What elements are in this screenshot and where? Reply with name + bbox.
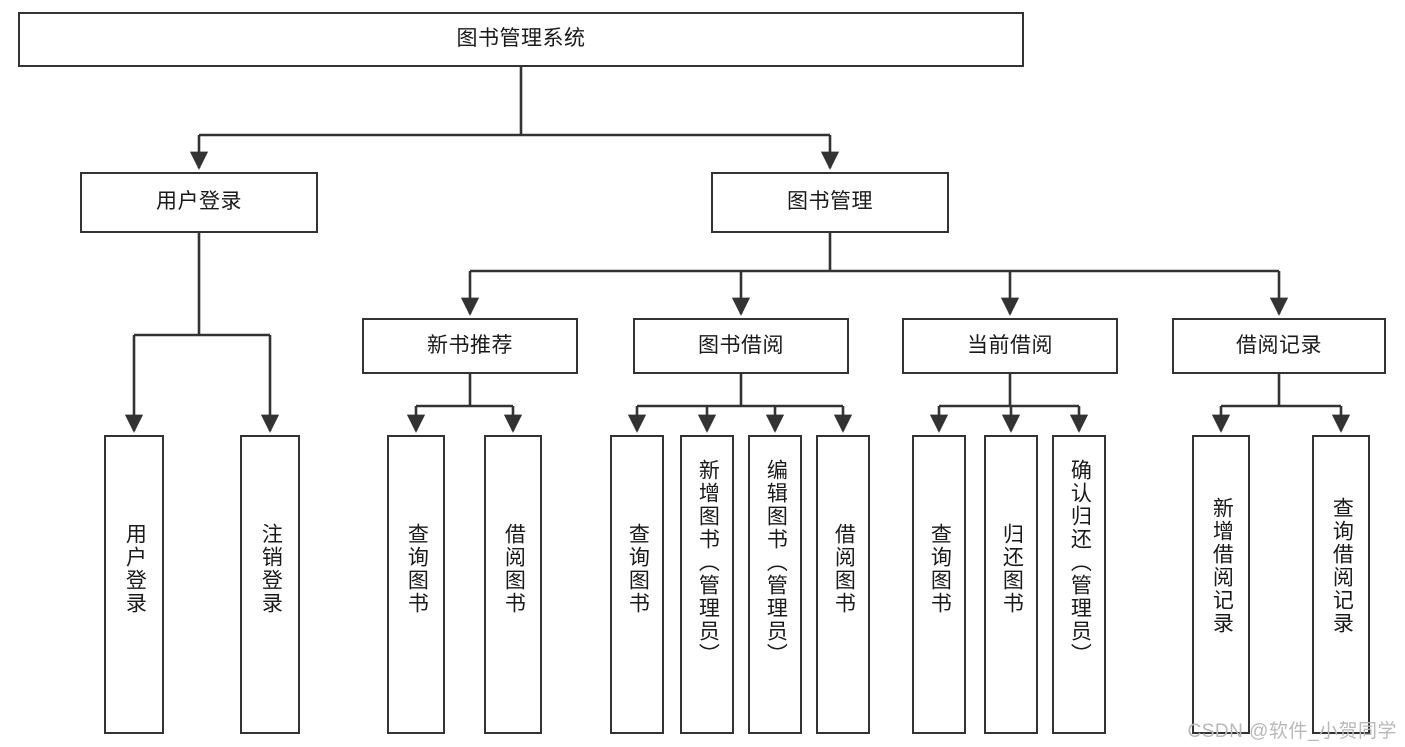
node-leaf-query-book-3[interactable]: 查询图书 [912,435,966,734]
node-leaf-borrow-book-1-label: 借阅图书 [502,523,526,615]
node-leaf-borrow-book-1[interactable]: 借阅图书 [484,435,542,734]
node-leaf-confirm-return-label: 确认归还（管理员） [1068,459,1092,666]
node-leaf-add-record-label: 新增借阅记录 [1210,497,1234,635]
node-leaf-query-book-2[interactable]: 查询图书 [610,435,664,734]
node-new-book-rec[interactable]: 新书推荐 [362,318,578,374]
node-book-manage-label: 图书管理 [787,190,873,214]
node-book-borrow-label: 图书借阅 [698,333,784,357]
node-leaf-query-record-label: 查询借阅记录 [1330,497,1354,635]
node-leaf-edit-book[interactable]: 编辑图书（管理员） [748,435,802,734]
node-leaf-query-book-1[interactable]: 查询图书 [387,435,445,734]
node-leaf-return-book-label: 归还图书 [1000,523,1024,615]
node-leaf-query-book-1-label: 查询图书 [405,523,429,615]
node-leaf-borrow-book-2[interactable]: 借阅图书 [816,435,870,734]
node-user-login[interactable]: 用户登录 [80,172,318,233]
node-leaf-return-book[interactable]: 归还图书 [984,435,1038,734]
node-leaf-logout[interactable]: 注销登录 [240,435,300,734]
node-leaf-borrow-book-2-label: 借阅图书 [832,523,856,615]
node-leaf-logout-label: 注销登录 [259,523,283,615]
node-root[interactable]: 图书管理系统 [18,12,1024,67]
node-leaf-query-record[interactable]: 查询借阅记录 [1312,435,1370,734]
node-leaf-confirm-return[interactable]: 确认归还（管理员） [1052,435,1106,734]
node-borrow-record-label: 借阅记录 [1236,333,1322,357]
node-leaf-add-record[interactable]: 新增借阅记录 [1192,435,1250,734]
node-new-book-rec-label: 新书推荐 [427,333,513,357]
node-root-label: 图书管理系统 [456,27,586,51]
node-borrow-record[interactable]: 借阅记录 [1172,318,1386,374]
node-leaf-user-login[interactable]: 用户登录 [104,435,164,734]
node-leaf-query-book-3-label: 查询图书 [928,523,952,615]
node-book-borrow[interactable]: 图书借阅 [633,318,849,374]
node-leaf-add-book-label: 新增图书（管理员） [696,459,720,666]
node-leaf-user-login-label: 用户登录 [123,523,147,615]
node-leaf-query-book-2-label: 查询图书 [626,523,650,615]
node-book-manage[interactable]: 图书管理 [711,172,949,233]
node-current-borrow[interactable]: 当前借阅 [902,318,1118,374]
watermark: CSDN @软件_小贺同学 [1187,721,1397,742]
node-user-login-label: 用户登录 [156,190,242,214]
node-current-borrow-label: 当前借阅 [967,333,1053,357]
node-leaf-edit-book-label: 编辑图书（管理员） [764,459,788,666]
node-leaf-add-book[interactable]: 新增图书（管理员） [680,435,734,734]
